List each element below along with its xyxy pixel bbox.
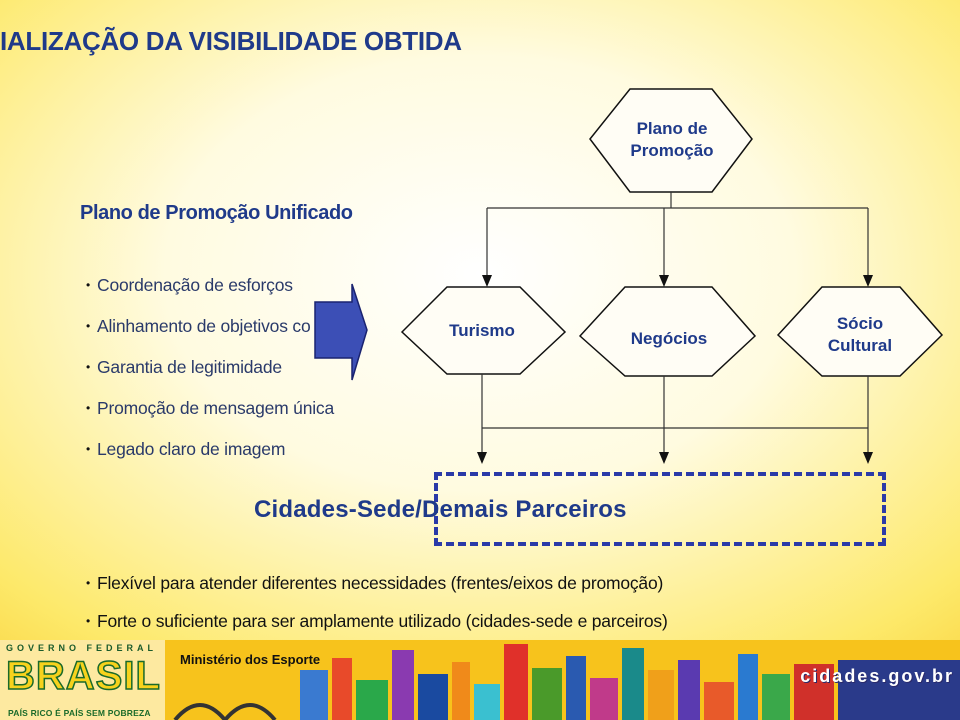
- government-label: GOVERNO FEDERAL: [6, 643, 158, 653]
- list-item: Coordenação de esforços: [86, 270, 334, 311]
- list-item: Forte o suficiente para ser amplamente u…: [86, 606, 668, 644]
- turismo-hexagon: [400, 286, 567, 375]
- city-skyline-illustration: [0, 640, 960, 720]
- page-title: IALIZAÇÃO DA VISIBILIDADE OBTIDA: [0, 26, 462, 56]
- plan-benefits-list: Coordenação de esforços Alinhamento de o…: [86, 270, 334, 475]
- arrowheads-bottom: [477, 452, 873, 464]
- top-connector: [486, 192, 869, 277]
- node-label-line1: Plano de: [636, 119, 708, 138]
- negocios-hexagon: [578, 286, 757, 377]
- node-label-line2: Cultural: [827, 336, 893, 355]
- unified-plan-subtitle: Plano de Promoção Unificado: [80, 202, 353, 224]
- node-label-line2: Promoção: [630, 141, 714, 160]
- footer-banner: GOVERNO FEDERAL BRASIL PAÍS RICO É PAÍS …: [0, 640, 960, 720]
- arrowheads-top: [482, 275, 873, 287]
- plano-promocao-label: Plano de Promoção: [610, 112, 734, 168]
- list-item: Promoção de mensagem única: [86, 393, 334, 434]
- list-item: Legado claro de imagem: [86, 434, 334, 475]
- site-url-logo: cidades.gov.br: [800, 666, 954, 686]
- negocios-label: Negócios: [612, 324, 726, 354]
- list-item: Garantia de legitimidade: [86, 352, 334, 393]
- list-item: Alinhamento de objetivos co: [86, 311, 334, 352]
- ministry-label: Ministério dos Esporte: [180, 652, 321, 667]
- brasil-slogan: PAÍS RICO É PAÍS SEM POBREZA: [8, 708, 151, 718]
- plano-promocao-hexagon: [589, 88, 753, 193]
- destination-dashed-box: [434, 472, 886, 546]
- turismo-label: Turismo: [430, 316, 534, 346]
- socio-cultural-label: Sócio Cultural: [800, 310, 920, 360]
- flexibility-list: Flexível para atender diferentes necessi…: [86, 568, 668, 644]
- node-label-line1: Negócios: [630, 329, 708, 348]
- destination-label: Cidades-Sede/Demais Parceiros: [254, 496, 627, 523]
- socio-cultural-hexagon: [776, 286, 944, 377]
- list-item: Flexível para atender diferentes necessi…: [86, 568, 668, 606]
- node-label-line1: Turismo: [449, 321, 515, 340]
- node-label-line1: Sócio: [836, 314, 884, 333]
- brasil-logo: BRASIL: [5, 653, 161, 699]
- bottom-connector: [481, 374, 869, 454]
- right-arrow-icon: [314, 283, 368, 381]
